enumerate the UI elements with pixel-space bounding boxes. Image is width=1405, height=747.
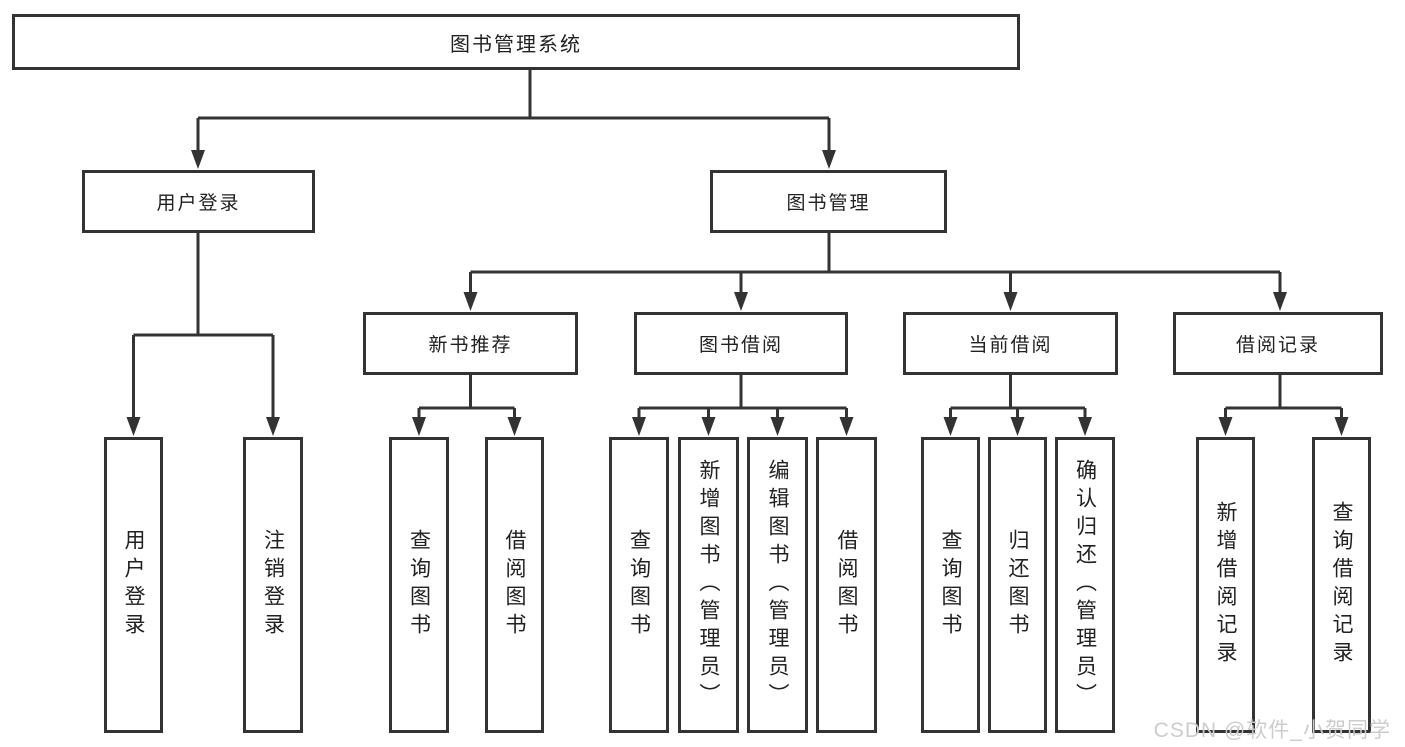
- arrowhead-icon: [1273, 292, 1287, 311]
- arrowhead-icon: [1334, 417, 1349, 436]
- arrowhead-icon: [839, 417, 854, 436]
- node-root: 图书管理系统: [12, 14, 1020, 70]
- leaf-query-books-newbooks: 查询图书: [389, 437, 449, 733]
- arrowhead-icon: [1010, 417, 1025, 436]
- leaf-label: 新增借阅记录: [1214, 501, 1237, 669]
- leaf-label: 确认归还（管理员）: [1073, 459, 1097, 711]
- leaf-query-books-current: 查询图书: [921, 437, 980, 733]
- node-book-mgmt: 图书管理: [710, 170, 947, 233]
- connector-user-login: [132, 233, 275, 421]
- arrowhead-icon: [1218, 417, 1233, 436]
- arrowhead-icon: [507, 417, 522, 436]
- node-new-books: 新书推荐: [363, 312, 578, 375]
- arrowhead-icon: [266, 417, 280, 436]
- connector-root: [196, 70, 831, 154]
- arrowhead-icon: [412, 417, 426, 436]
- leaf-label: 查询图书: [627, 529, 651, 641]
- leaf-label: 归还图书: [1006, 529, 1029, 641]
- node-current-borrow: 当前借阅: [903, 312, 1118, 375]
- leaf-query-books-borrow: 查询图书: [609, 437, 669, 733]
- leaf-label: 查询借阅记录: [1330, 501, 1353, 669]
- arrowhead-icon: [943, 417, 958, 436]
- leaf-borrow-books-newbooks: 借阅图书: [485, 437, 544, 733]
- node-current-borrow-label: 当前借阅: [968, 335, 1053, 356]
- node-book-borrow-label: 图书借阅: [698, 335, 783, 356]
- leaf-borrow-books-borrow: 借阅图书: [816, 437, 877, 733]
- leaf-add-books-admin: 新增图书（管理员）: [678, 437, 739, 733]
- arrowhead-icon: [701, 417, 716, 436]
- connector-book-borrow: [637, 373, 848, 421]
- leaf-label: 查询图书: [939, 529, 962, 641]
- arrowhead-icon: [822, 150, 836, 169]
- leaf-label: 编辑图书（管理员）: [766, 459, 789, 711]
- leaf-edit-books-admin: 编辑图书（管理员）: [747, 437, 808, 733]
- arrowhead-icon: [191, 150, 205, 169]
- leaf-label: 查询图书: [407, 529, 431, 641]
- node-root-label: 图书管理系统: [450, 33, 582, 56]
- node-new-books-label: 新书推荐: [428, 335, 513, 356]
- connector-borrow-records: [1224, 373, 1343, 421]
- arrowhead-icon: [1078, 417, 1092, 436]
- leaf-query-borrow-record: 查询借阅记录: [1312, 437, 1371, 733]
- leaf-user-login: 用户登录: [104, 437, 163, 733]
- connector-book-mgmt: [469, 233, 1282, 296]
- connector-current-borrow: [949, 373, 1087, 421]
- leaf-label: 用户登录: [122, 529, 145, 641]
- leaf-return-books: 归还图书: [988, 437, 1047, 733]
- arrowhead-icon: [632, 417, 646, 436]
- node-user-login-label: 用户登录: [156, 193, 241, 214]
- arrowhead-icon: [463, 292, 478, 311]
- node-borrow-records: 借阅记录: [1173, 312, 1383, 375]
- csdn-watermark: CSDN @软件_小贺同学: [1153, 719, 1391, 742]
- leaf-add-borrow-record: 新增借阅记录: [1196, 437, 1255, 733]
- arrowhead-icon: [1003, 292, 1018, 311]
- leaf-label: 注销登录: [261, 529, 285, 641]
- arrowhead-icon: [126, 417, 141, 436]
- leaf-label: 借阅图书: [503, 529, 526, 641]
- node-book-borrow: 图书借阅: [634, 312, 848, 375]
- node-user-login: 用户登录: [82, 170, 315, 233]
- arrowhead-icon: [734, 292, 748, 311]
- connector-new-books: [417, 373, 516, 421]
- leaf-logout: 注销登录: [243, 437, 303, 733]
- arrowhead-icon: [770, 417, 785, 436]
- leaf-confirm-return-admin: 确认归还（管理员）: [1055, 437, 1115, 733]
- leaf-label: 借阅图书: [835, 529, 858, 641]
- node-borrow-records-label: 借阅记录: [1235, 335, 1320, 356]
- node-book-mgmt-label: 图书管理: [786, 193, 871, 214]
- leaf-label: 新增图书（管理员）: [697, 459, 720, 711]
